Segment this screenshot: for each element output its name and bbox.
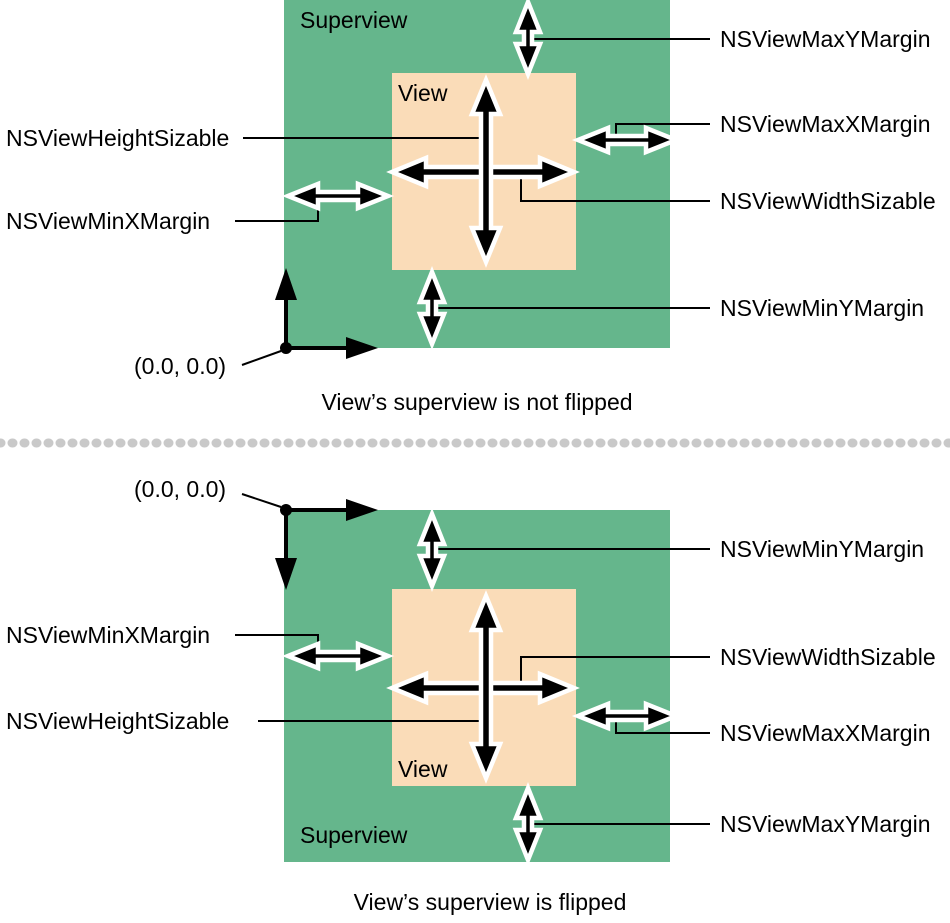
leader-width-sizable-bottom (520, 656, 710, 688)
label-max-y-margin-bottom: NSViewMaxYMargin (720, 811, 930, 837)
arrow-min-x-margin-bottom (281, 640, 395, 672)
arrow-min-y-margin-bottom (416, 507, 448, 593)
label-min-y-margin-bottom: NSViewMinYMargin (720, 536, 924, 562)
leader-width-sizable-top (520, 172, 710, 202)
label-min-x-margin-bottom: NSViewMinXMargin (6, 622, 210, 648)
panel-flipped: Superview View (6, 476, 936, 915)
arrow-max-y-margin-top (512, 0, 544, 81)
origin-marker-top (241, 268, 378, 366)
label-width-sizable-bottom: NSViewWidthSizable (720, 644, 936, 670)
origin-label-top: (0.0, 0.0) (134, 353, 226, 379)
superview-label-top: Superview (300, 7, 408, 33)
label-height-sizable-bottom: NSViewHeightSizable (6, 708, 229, 734)
label-max-y-margin-top: NSViewMaxYMargin (720, 26, 930, 52)
origin-marker-bottom (241, 493, 378, 590)
arrow-max-x-margin-bottom (571, 700, 683, 732)
origin-label-bottom: (0.0, 0.0) (134, 476, 226, 502)
arrow-max-y-margin-bottom (512, 781, 544, 867)
label-max-x-margin-bottom: NSViewMaxXMargin (720, 720, 930, 746)
view-label-bottom: View (398, 756, 448, 782)
arrow-min-x-margin-top (281, 180, 395, 212)
panel-not-flipped: Superview View (6, 0, 936, 415)
arrow-max-x-margin-top (571, 124, 683, 156)
arrow-height-sizable-bottom (468, 590, 504, 784)
arrow-height-sizable-top (468, 74, 504, 268)
view-label-top: View (398, 80, 448, 106)
label-min-x-margin-top: NSViewMinXMargin (6, 208, 210, 234)
label-min-y-margin-top: NSViewMinYMargin (720, 295, 924, 321)
caption-not-flipped: View’s superview is not flipped (321, 389, 632, 415)
caption-flipped: View’s superview is flipped (354, 889, 627, 915)
arrow-min-y-margin-top (416, 265, 448, 351)
label-height-sizable-top: NSViewHeightSizable (6, 125, 229, 151)
superview-label-bottom: Superview (300, 822, 408, 848)
label-width-sizable-top: NSViewWidthSizable (720, 188, 936, 214)
label-max-x-margin-top: NSViewMaxXMargin (720, 111, 930, 137)
